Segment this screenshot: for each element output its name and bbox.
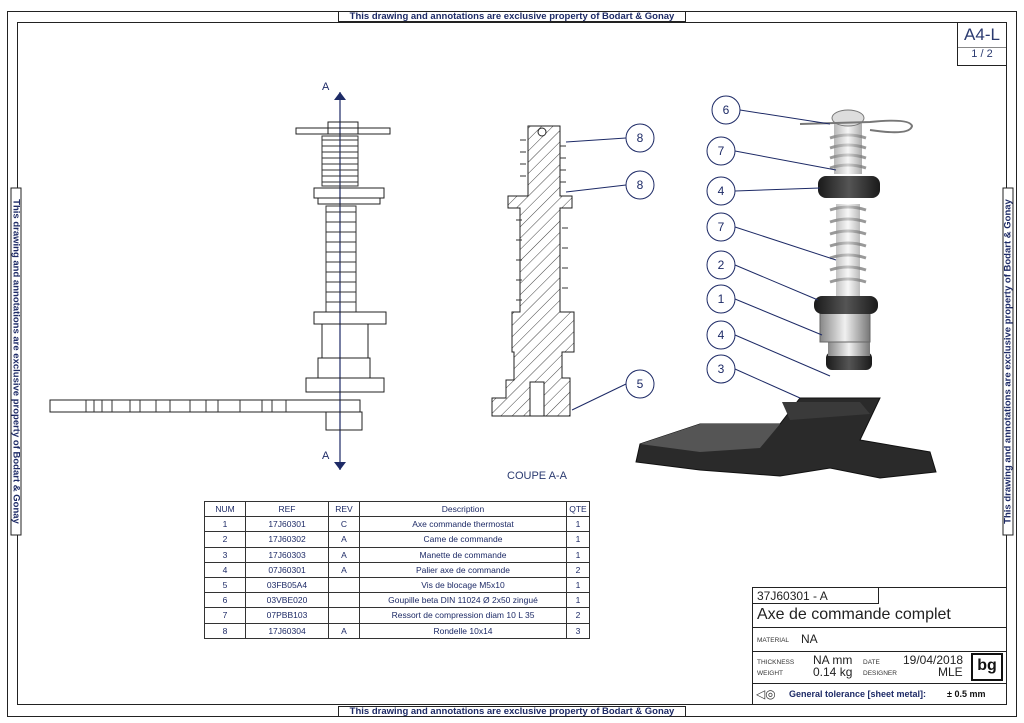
section-balloons bbox=[565, 123, 655, 411]
logo-text: bg bbox=[977, 657, 997, 674]
bom-cell: 17J60304 bbox=[245, 622, 329, 639]
bom-cell: Axe commande thermostat bbox=[359, 516, 567, 533]
table-row: 7 07PBB103 Ressort de compression diam 1… bbox=[204, 607, 590, 624]
balloon-section-2: 8 bbox=[637, 178, 644, 192]
drawing-title: Axe de commande complet bbox=[757, 606, 951, 623]
bom-cell: Manette de commande bbox=[359, 546, 567, 563]
bom-cell: A bbox=[328, 561, 360, 578]
balloon-iso-8: 3 bbox=[718, 362, 725, 376]
bom-cell: Goupille beta DIN 11024 Ø 2x50 zingué bbox=[359, 592, 567, 609]
bom-cell bbox=[328, 607, 360, 624]
balloon-section-3: 5 bbox=[637, 377, 644, 391]
table-row: 4 07J60301 A Palier axe de commande 2 bbox=[204, 561, 590, 578]
balloon-iso-7: 4 bbox=[718, 328, 725, 342]
bom-cell: 1 bbox=[566, 576, 590, 594]
balloon-iso-3: 4 bbox=[718, 184, 725, 198]
section-view bbox=[491, 125, 575, 417]
bom-cell: 03FB05A4 bbox=[245, 576, 329, 594]
bom-cell: 2 bbox=[566, 561, 590, 578]
bom-cell: Vis de blocage M5x10 bbox=[359, 576, 567, 594]
bom-cell: 2 bbox=[204, 531, 246, 548]
front-view bbox=[49, 92, 391, 470]
part-number: 37J60301 - A bbox=[757, 589, 828, 603]
date-label: DATE bbox=[863, 659, 880, 666]
material-value: NA bbox=[801, 632, 818, 646]
balloon-section-1: 8 bbox=[637, 131, 644, 145]
tolerance-value: ± 0.5 mm bbox=[947, 689, 986, 699]
iso-balloons bbox=[706, 95, 837, 399]
isometric-view bbox=[635, 109, 937, 479]
bom-cell: 3 bbox=[204, 546, 246, 563]
bom-header-rev: REV bbox=[328, 500, 360, 518]
bom-cell: 03VBE020 bbox=[245, 592, 329, 609]
sheet-format-box: A4-L 1 / 2 bbox=[957, 22, 1007, 66]
bom-cell: A bbox=[328, 531, 360, 548]
title-block: 37J60301 - A Axe de commande complet MAT… bbox=[752, 587, 1007, 705]
bom-cell: 8 bbox=[204, 622, 246, 639]
property-notice-bottom: This drawing and annotations are exclusi… bbox=[338, 706, 686, 717]
table-row: 8 17J60304 A Rondelle 10x14 3 bbox=[204, 622, 590, 639]
bom-header-num: NUM bbox=[204, 500, 246, 518]
bom-cell bbox=[328, 592, 360, 609]
balloon-iso-5: 2 bbox=[718, 258, 725, 272]
table-row: 2 17J60302 A Came de commande 1 bbox=[204, 531, 590, 548]
bom-cell: 17J60302 bbox=[245, 531, 329, 548]
bom-cell: 1 bbox=[566, 516, 590, 533]
material-label: MATERIAL bbox=[757, 637, 790, 644]
section-marker-top: A bbox=[322, 81, 330, 93]
bom-cell: 07PBB103 bbox=[245, 607, 329, 624]
weight-label: WEIGHT bbox=[757, 670, 783, 677]
tolerance-label: General tolerance [sheet metal]: bbox=[789, 689, 927, 699]
bom-header-row: NUM REF REV Description QTE bbox=[204, 500, 590, 518]
section-label: COUPE A-A bbox=[507, 470, 568, 482]
balloon-iso-1: 6 bbox=[723, 103, 730, 117]
bom-cell: 4 bbox=[204, 561, 246, 578]
table-row: 5 03FB05A4 Vis de blocage M5x10 1 bbox=[204, 576, 590, 594]
bom-cell: 7 bbox=[204, 607, 246, 624]
balloon-iso-6: 1 bbox=[718, 292, 725, 306]
company-logo: bg bbox=[971, 653, 1003, 681]
bom-cell: 6 bbox=[204, 592, 246, 609]
bom-cell: Ressort de compression diam 10 L 35 bbox=[359, 607, 567, 624]
property-notice-top: This drawing and annotations are exclusi… bbox=[338, 11, 686, 22]
bom-cell: Palier axe de commande bbox=[359, 561, 567, 578]
bom-header-ref: REF bbox=[245, 500, 329, 518]
table-row: 1 17J60301 C Axe commande thermostat 1 bbox=[204, 516, 590, 533]
bom-cell: 17J60303 bbox=[245, 546, 329, 563]
thickness-label: THICKNESS bbox=[757, 659, 795, 666]
section-marker-bottom: A bbox=[322, 450, 330, 462]
bom-cell: 17J60301 bbox=[245, 516, 329, 533]
thickness-value: NA mm bbox=[813, 653, 853, 667]
projection-symbol-icon: ◁◎ bbox=[756, 687, 776, 701]
bom-cell: Came de commande bbox=[359, 531, 567, 548]
bom-cell: 5 bbox=[204, 576, 246, 594]
bom-cell: Rondelle 10x14 bbox=[359, 622, 567, 639]
bom-cell: 1 bbox=[566, 531, 590, 548]
designer-value: MLE bbox=[938, 665, 963, 679]
bom-cell: C bbox=[328, 516, 360, 533]
bom-header-description: Description bbox=[359, 500, 567, 518]
bom-header-qte: QTE bbox=[566, 500, 590, 518]
designer-label: DESIGNER bbox=[863, 670, 897, 677]
bom-cell: 1 bbox=[204, 516, 246, 533]
sheet-page: 1 / 2 bbox=[958, 47, 1006, 60]
bom-cell bbox=[328, 576, 360, 594]
bom-cell: A bbox=[328, 622, 360, 639]
bom-cell: A bbox=[328, 546, 360, 563]
bom-cell: 1 bbox=[566, 592, 590, 609]
table-row: 6 03VBE020 Goupille beta DIN 11024 Ø 2x5… bbox=[204, 592, 590, 609]
date-value: 19/04/2018 bbox=[903, 653, 964, 667]
bom-cell: 2 bbox=[566, 607, 590, 624]
bom-cell: 07J60301 bbox=[245, 561, 329, 578]
bom-table: NUM REF REV Description QTE 1 17J60301 C… bbox=[204, 500, 590, 639]
balloon-iso-4: 7 bbox=[718, 220, 725, 234]
weight-value: 0.14 kg bbox=[813, 665, 853, 679]
table-row: 3 17J60303 A Manette de commande 1 bbox=[204, 546, 590, 563]
balloon-iso-2: 7 bbox=[718, 144, 725, 158]
bom-cell: 3 bbox=[566, 622, 590, 639]
sheet-format: A4-L bbox=[964, 25, 1000, 44]
bom-cell: 1 bbox=[566, 546, 590, 563]
